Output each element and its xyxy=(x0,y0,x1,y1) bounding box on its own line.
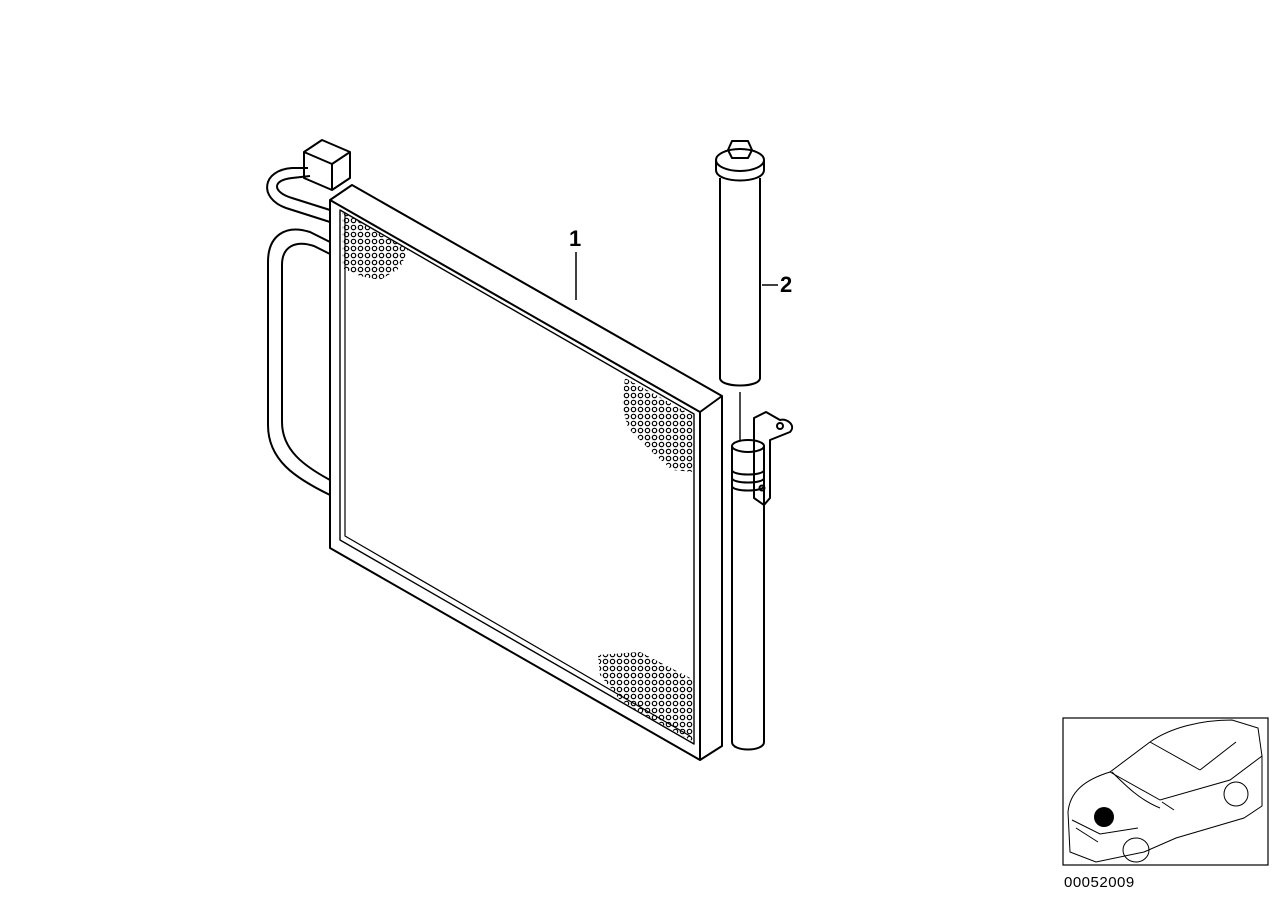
dryer-bracket xyxy=(753,411,794,506)
fin-pattern-top-left xyxy=(342,212,408,280)
location-dot-icon xyxy=(1094,807,1114,827)
fin-pattern-bottom-right xyxy=(598,652,694,742)
condenser-pipe xyxy=(266,167,331,496)
dryer-cartridge[interactable] xyxy=(715,140,794,751)
condenser-top-edge xyxy=(329,184,723,413)
dryer-body xyxy=(731,439,765,751)
callout-label-1[interactable]: 1 xyxy=(569,226,581,251)
condenser-connector xyxy=(303,139,351,191)
vehicle-locator xyxy=(1062,717,1269,866)
condenser-side-edge xyxy=(699,396,723,761)
condenser-frame-inner xyxy=(339,209,695,745)
dryer-cap xyxy=(715,140,765,387)
condenser[interactable] xyxy=(266,139,723,761)
callout-label-2[interactable]: 2 xyxy=(780,272,792,297)
diagram-number: 00052009 xyxy=(1064,874,1135,891)
locator-frame xyxy=(1062,717,1269,866)
condenser-frame-inner2 xyxy=(344,214,691,737)
car-outline-icon xyxy=(1067,719,1263,863)
fin-pattern-right xyxy=(622,378,694,472)
